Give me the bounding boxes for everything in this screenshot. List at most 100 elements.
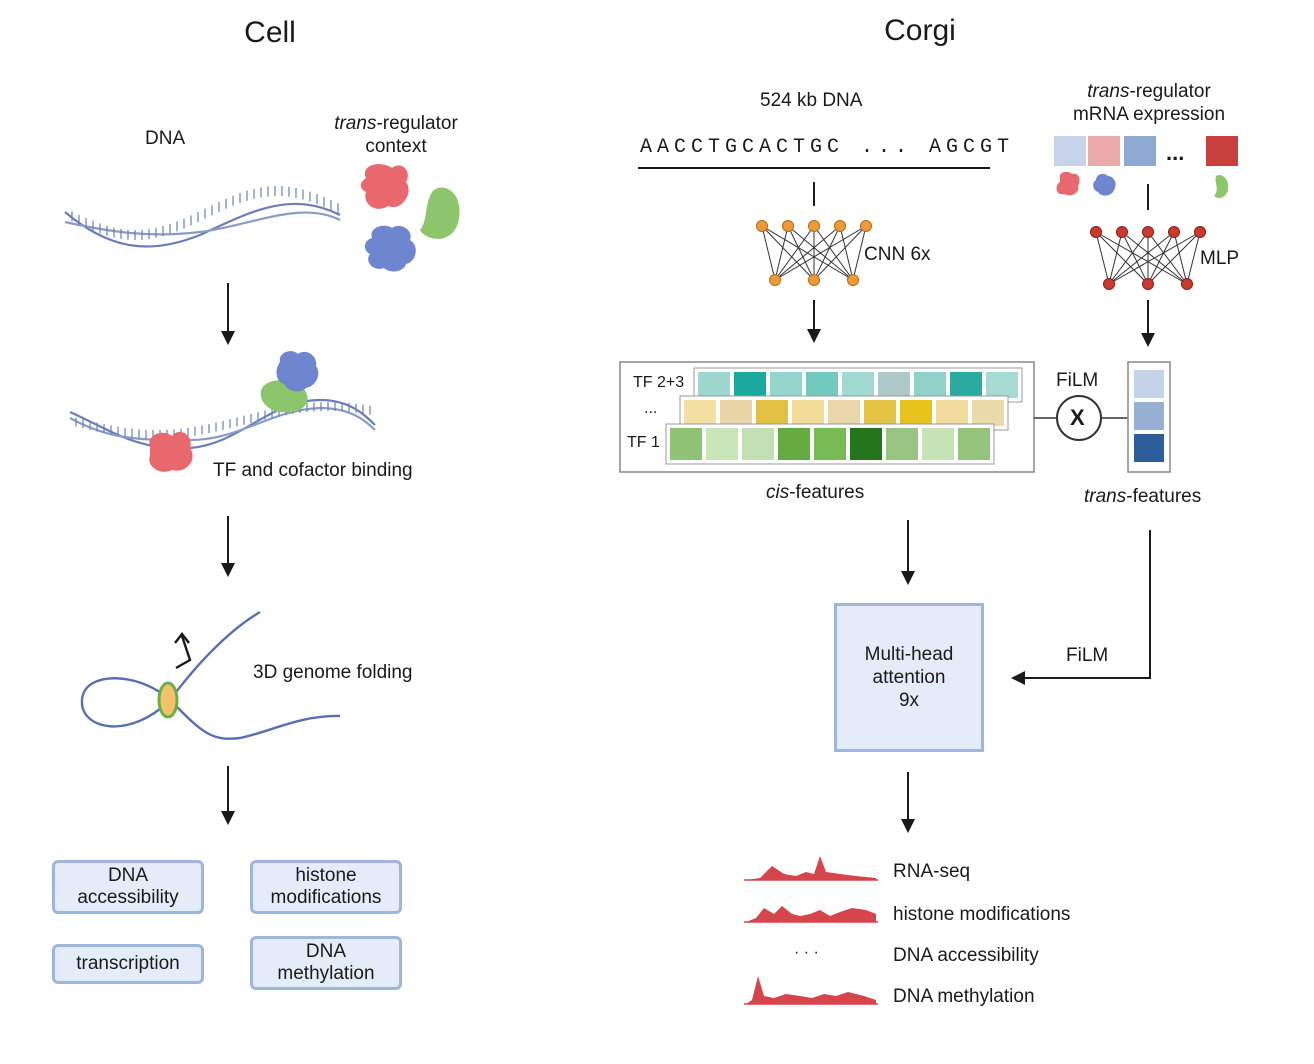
net-edge <box>813 225 841 281</box>
feature-cell <box>670 428 702 460</box>
dna-rungs-bound <box>75 402 371 439</box>
cis-rest: -features <box>789 482 865 503</box>
attention-text: 9x <box>898 690 920 711</box>
box-text: DNA <box>107 865 149 886</box>
corgi-title: Corgi <box>884 14 956 47</box>
feature-cell <box>814 428 846 460</box>
green-protein-icon <box>420 187 460 239</box>
feature-cell <box>842 372 874 398</box>
feature-cell <box>792 400 824 426</box>
tss-arrow-icon <box>174 632 192 670</box>
bound-blue-protein-icon <box>276 351 319 392</box>
net-edge <box>1147 231 1188 285</box>
dna-label: DNA <box>145 128 186 149</box>
trans-input-label: trans-regulator mRNA expression <box>1054 80 1244 126</box>
net-edge <box>1147 231 1201 285</box>
net-edge <box>1108 231 1175 285</box>
expression-cell <box>1054 136 1086 166</box>
trans-rest: -features <box>1126 486 1202 507</box>
trans-rest: -regulator <box>376 113 458 134</box>
feature-cell <box>972 400 1004 426</box>
mlp-network <box>1090 226 1206 290</box>
output-dots: · · · <box>794 944 819 961</box>
feature-cell <box>734 372 766 398</box>
dna-helix-top <box>64 202 341 248</box>
cis-features-label: cis-features <box>766 482 864 504</box>
box-text: accessibility <box>77 887 179 908</box>
net-node <box>1116 226 1128 238</box>
trans-feature-cell <box>1134 370 1164 398</box>
net-edge <box>787 225 815 281</box>
net-node <box>1194 226 1206 238</box>
box-text: modifications <box>270 887 382 908</box>
red-protein-icon <box>360 164 409 209</box>
net-node <box>808 220 820 232</box>
loop-anchor <box>157 681 179 719</box>
tf1-track <box>665 423 995 465</box>
net-node <box>1090 226 1102 238</box>
net-edge <box>774 225 841 281</box>
feature-cell <box>922 428 954 460</box>
feature-cell <box>986 372 1018 398</box>
genome-loop <box>80 610 341 740</box>
feature-cell <box>878 372 910 398</box>
feature-cell <box>950 372 982 398</box>
trans-italic: trans <box>334 113 377 134</box>
feature-cell <box>698 372 730 398</box>
feature-cell <box>684 400 716 426</box>
net-node <box>1181 278 1193 290</box>
feature-cell <box>914 372 946 398</box>
expression-cell <box>1088 136 1120 166</box>
feature-cell <box>778 428 810 460</box>
net-node <box>847 274 859 286</box>
net-edge <box>839 225 854 281</box>
feature-cell <box>958 428 990 460</box>
blue-protein-icon <box>364 225 416 272</box>
feature-cell <box>850 428 882 460</box>
feature-cell <box>720 400 752 426</box>
film-top-label: FiLM <box>1056 370 1099 391</box>
histone-output-label: histone modifications <box>893 904 1071 925</box>
feature-cell <box>770 372 802 398</box>
net-edge <box>761 225 815 281</box>
trans-to-attention-line <box>1011 530 1151 685</box>
rna-seq-label: RNA-seq <box>893 861 971 882</box>
dna-input-label: 524 kb DNA <box>760 90 863 111</box>
box-text: histone <box>295 865 357 886</box>
cis-italic: cis <box>766 482 790 503</box>
accessibility-output-label: DNA accessibility <box>893 945 1039 966</box>
context-word: context <box>365 136 427 157</box>
net-edge <box>761 225 776 281</box>
bound-red-protein-icon <box>149 431 193 472</box>
dna-helix-bound <box>69 398 376 450</box>
net-edge <box>1108 231 1123 285</box>
trans-rest: -regulator <box>1129 81 1211 102</box>
methylation-output-label: DNA methylation <box>893 986 1035 1007</box>
net-edge <box>852 225 867 281</box>
mrna-expression-word: mRNA expression <box>1072 104 1226 125</box>
net-edge <box>1173 231 1188 285</box>
feature-cell <box>742 428 774 460</box>
histone-track-icon <box>744 906 878 923</box>
film-x-symbol: X <box>1070 405 1085 430</box>
small-red-protein-icon <box>1056 171 1080 196</box>
net-node <box>1142 226 1154 238</box>
tf-dots-label: ... <box>644 400 658 417</box>
transcription-box: transcription <box>52 944 204 984</box>
feature-cell <box>828 400 860 426</box>
dna-rungs-top <box>71 186 339 240</box>
dna-sequence: AACCTGCACTGC ... AGCGT <box>640 136 1015 159</box>
trans-expression-cells <box>1054 136 1238 166</box>
net-edge <box>1121 231 1149 285</box>
film-side-label: FiLM <box>1066 645 1109 666</box>
net-edge <box>1108 231 1201 285</box>
net-node <box>834 220 846 232</box>
trans-feature-cell <box>1134 402 1164 430</box>
net-node <box>808 274 820 286</box>
box-text: methylation <box>277 963 375 984</box>
attention-text: attention <box>872 667 946 688</box>
feature-cell <box>806 372 838 398</box>
